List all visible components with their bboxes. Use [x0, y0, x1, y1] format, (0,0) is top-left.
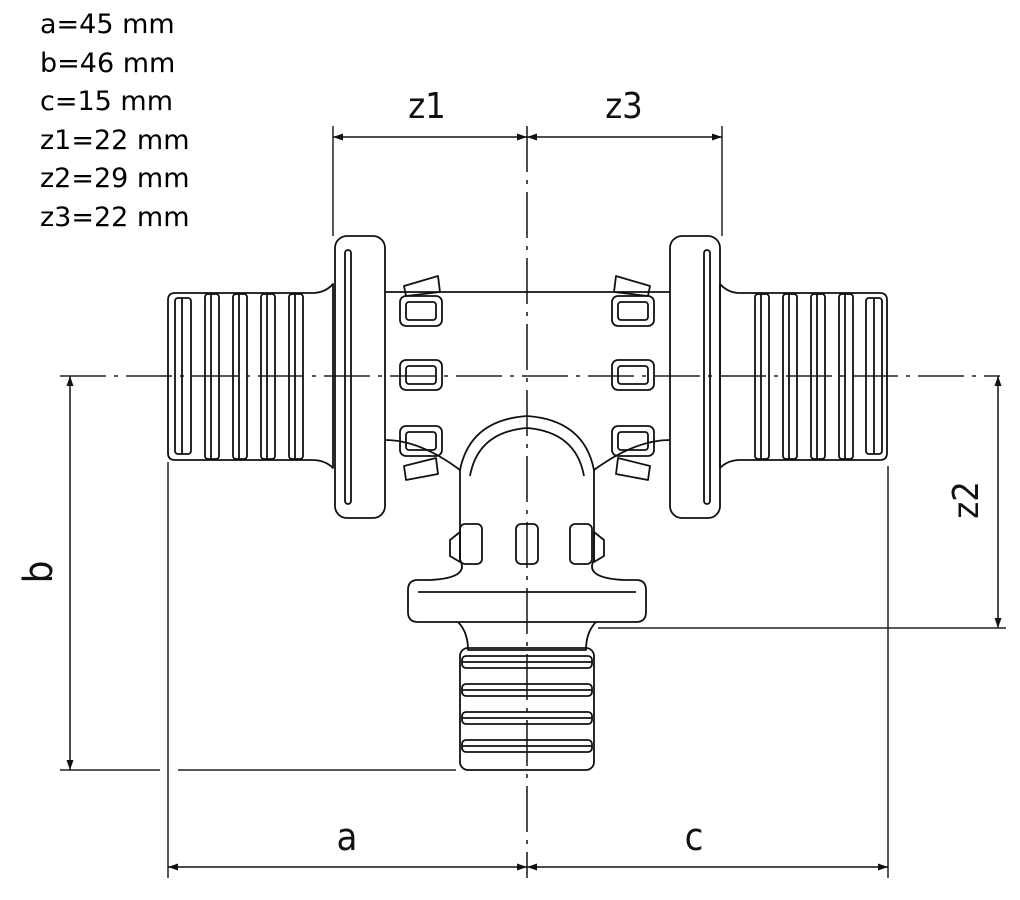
spec-b: b=46 mm	[40, 47, 176, 79]
spec-c: c=15 mm	[40, 86, 174, 117]
dimension-lines	[66, 133, 1002, 871]
right-clips	[611, 275, 655, 481]
bottom-pipe-end	[459, 647, 595, 771]
bottom-flange	[407, 559, 647, 651]
spec-z3: z3=22 mm	[40, 201, 190, 233]
label-z3: z3	[605, 86, 643, 127]
left-flange	[334, 235, 386, 519]
left-pipe-end	[167, 283, 334, 469]
spec-z1: z1=22 mm	[40, 124, 190, 156]
label-z1: z1	[408, 86, 446, 127]
label-b: b	[16, 561, 62, 584]
center-lines	[60, 126, 1000, 878]
right-pipe-end	[719, 283, 888, 469]
spec-z2: z2=29 mm	[40, 163, 190, 194]
right-flange	[669, 235, 721, 519]
spec-a: a=45 mm	[40, 9, 175, 40]
tee-fitting	[167, 235, 888, 771]
label-a: a	[337, 815, 358, 859]
central-body	[384, 291, 671, 560]
specification-list: a=45 mm b=46 mm c=15 mm z1=22 mm z2=29 m…	[40, 6, 190, 237]
label-z2: z2	[946, 481, 987, 519]
left-clips	[399, 275, 443, 481]
label-c: c	[685, 815, 704, 859]
extension-lines	[60, 126, 1006, 878]
